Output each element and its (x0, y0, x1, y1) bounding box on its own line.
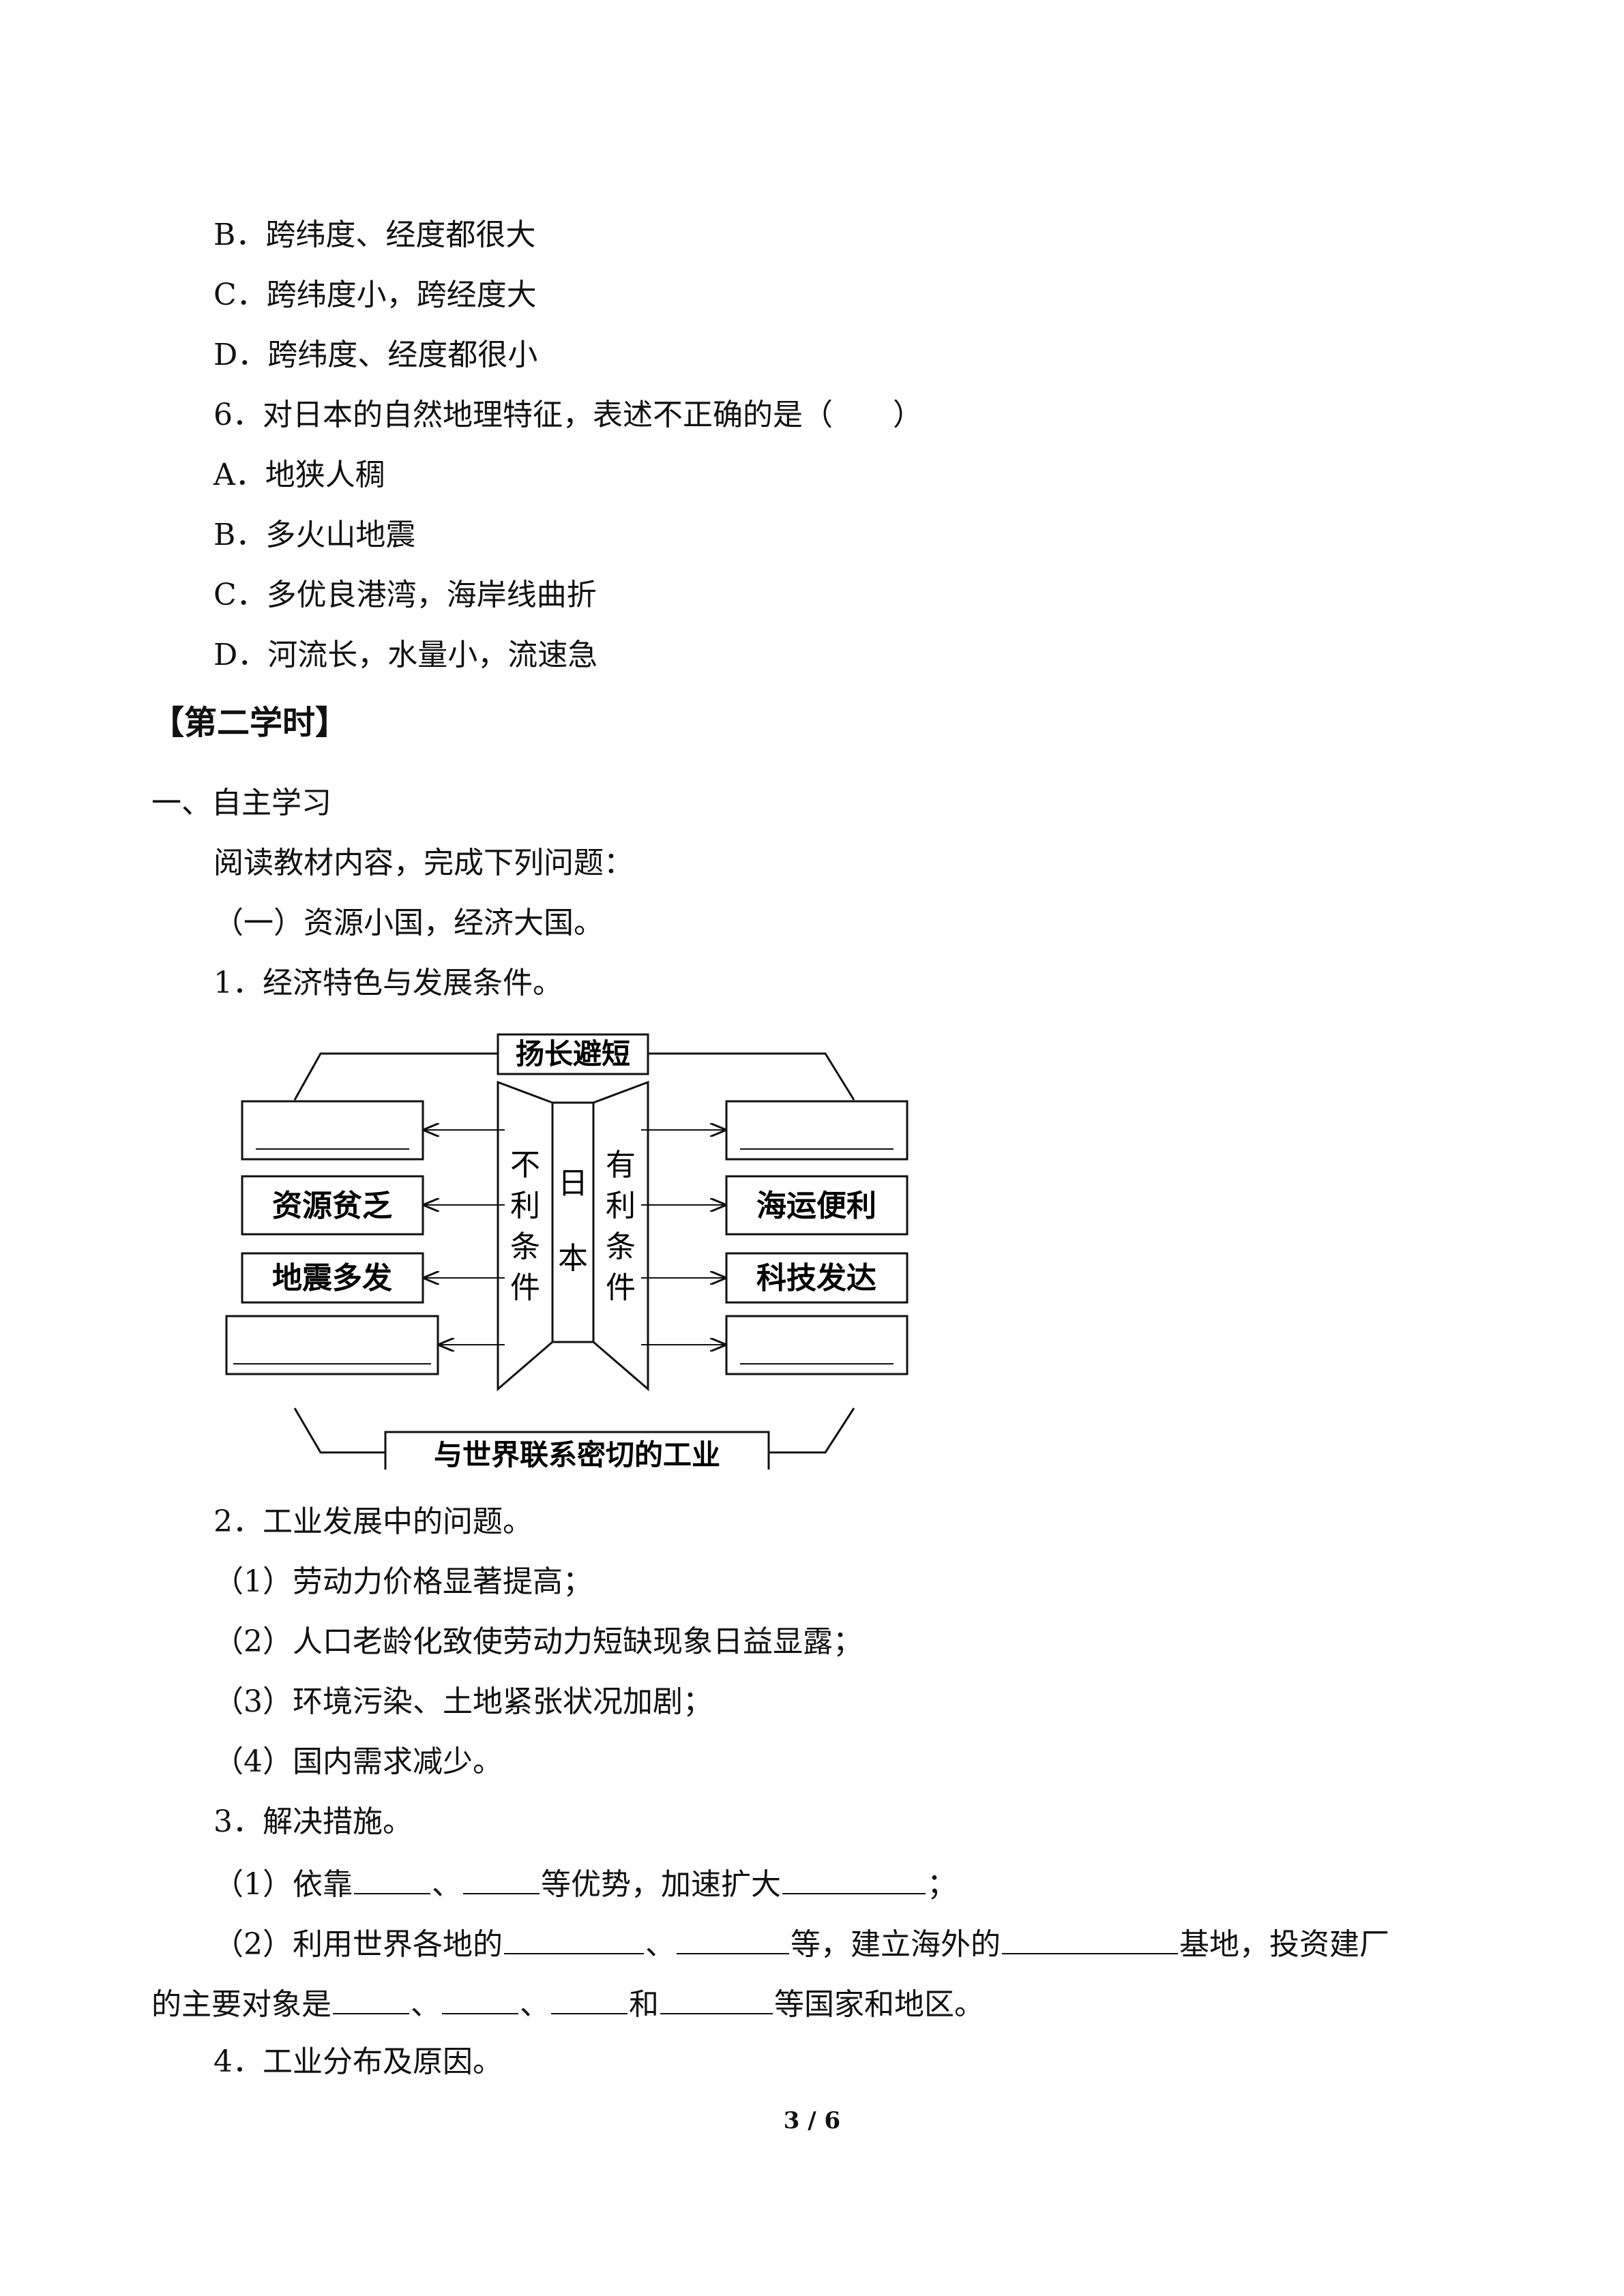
question-6: 6．对日本的自然地理特征，表述不正确的是（ ） (213, 398, 923, 432)
problem-2: （2）人口老龄化致使劳动力短缺现象日益显露； (213, 1624, 863, 1659)
center-label-char: 本 (558, 1241, 588, 1276)
problem-1: （1）劳动力价格显著提高； (213, 1564, 593, 1599)
q6-option-a: A．地狭人稠 (213, 458, 385, 492)
right-trapezoid-label-char: 件 (606, 1270, 636, 1305)
part-heading: 一、自主学习 (151, 786, 331, 820)
left-box-2: 资源贫乏 (272, 1189, 392, 1223)
bottom-label: 与世界联系密切的工业 (434, 1438, 720, 1470)
left-trapezoid-label-char: 利 (510, 1189, 540, 1223)
item-3: 3．解决措施。 (213, 1804, 413, 1839)
q6-option-c: C．多优良港湾，海岸线曲折 (213, 578, 597, 612)
top-label: 扬长避短 (516, 1037, 630, 1071)
problem-3: （3）环境污染、土地紧张状况加剧； (213, 1684, 713, 1719)
item-4: 4．工业分布及原因。 (213, 2044, 503, 2079)
intro-text: 阅读教材内容，完成下列问题： (213, 846, 634, 880)
left-box-3: 地震多发 (272, 1261, 392, 1296)
measure-2: （2）利用世界各地的、等，建立海外的基地，投资建厂 (213, 1922, 1389, 1965)
section-title: 【第二学时】 (151, 704, 349, 742)
problem-4: （4）国内需求减少。 (213, 1744, 503, 1779)
center-label: 日本 (558, 1166, 588, 1276)
measure-2-cont: 的主要对象是、、和等国家和地区。 (151, 1982, 984, 2025)
center-label-char: 日 (558, 1166, 588, 1201)
right-trapezoid-label-char: 有 (606, 1148, 636, 1182)
subheading-1: （一）资源小国，经济大国。 (213, 906, 604, 940)
right-trapezoid-label-char: 条 (606, 1229, 636, 1264)
item-1: 1．经济特色与发展条件。 (213, 966, 563, 1000)
page-number: 3 / 6 (783, 2107, 841, 2134)
q5-option-b: B．跨纬度、经度都很大 (213, 218, 536, 252)
q5-option-c: C．跨纬度小，跨经度大 (213, 278, 537, 312)
left-trapezoid-label-char: 条 (510, 1229, 540, 1264)
q6-option-b: B．多火山地震 (213, 518, 416, 552)
item-2: 2．工业发展中的问题。 (213, 1504, 533, 1539)
measure-1: （1）依靠、等优势，加速扩大； (213, 1862, 957, 1905)
left-trapezoid-label-char: 件 (510, 1270, 540, 1305)
q5-option-d: D．跨纬度、经度都很小 (213, 338, 538, 372)
right-trapezoid-label-char: 利 (606, 1189, 636, 1223)
left-trapezoid-label-char: 不 (510, 1148, 540, 1182)
q6-option-d: D．河流长，水量小，流速急 (213, 638, 598, 672)
right-box-3: 科技发达 (756, 1261, 876, 1296)
japan-conditions-diagram: 扬长避短 与世界联系密切的工业 资源贫乏 地震多发 海运便利 科技发达 (225, 1033, 909, 1470)
right-box-2: 海运便利 (756, 1189, 876, 1223)
